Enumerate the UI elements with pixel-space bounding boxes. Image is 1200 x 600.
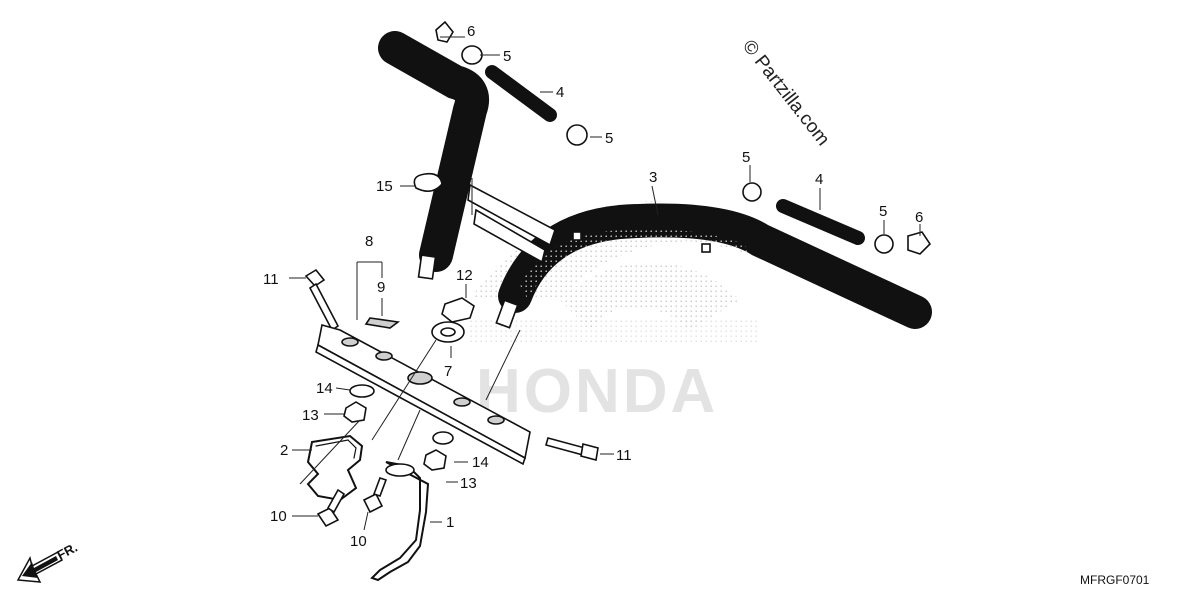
- callout-5-top: 5: [503, 48, 511, 65]
- callout-11-right: 11: [616, 447, 632, 464]
- washer-nut: [364, 297, 475, 343]
- callout-6-left: 6: [467, 23, 475, 40]
- front-arrow-indicator: FR.: [16, 540, 80, 583]
- callout-7: 7: [444, 363, 452, 380]
- callout-4-right: 4: [815, 171, 823, 188]
- diagram-code: MFRGF0701: [1080, 573, 1150, 587]
- callout-10-right: 10: [350, 533, 367, 550]
- callout-3: 3: [649, 169, 657, 186]
- callout-labels: 6 5 4 5 3 5 4 5 6 15 8 9 12 7 11 11 14 1…: [263, 23, 923, 550]
- brand-logo-text: HONDA: [476, 357, 718, 426]
- callout-11-left: 11: [263, 271, 279, 288]
- holder-upper: [315, 323, 531, 466]
- callout-9: 9: [377, 279, 385, 296]
- callout-15: 15: [376, 178, 393, 195]
- callout-1: 1: [446, 514, 454, 531]
- callout-8: 8: [365, 233, 373, 250]
- callout-5-right: 5: [879, 203, 887, 220]
- weight-right: [742, 182, 932, 255]
- washer-14-right: [432, 431, 454, 445]
- callout-12: 12: [456, 267, 473, 284]
- callout-5-left-lower: 5: [605, 130, 613, 147]
- leader-lines: [289, 36, 921, 531]
- callout-6-right: 6: [915, 209, 923, 226]
- callout-4-left: 4: [556, 84, 564, 101]
- callout-13-right: 13: [460, 475, 477, 492]
- clip-15: [413, 172, 443, 192]
- callout-2: 2: [280, 442, 288, 459]
- bracket-2: [306, 434, 364, 502]
- nut-13-right: [423, 449, 447, 471]
- callout-5-right-upper: 5: [742, 149, 750, 166]
- callout-14-right: 14: [472, 454, 489, 471]
- bolt-10-left: [316, 488, 346, 528]
- partzilla-watermark: © Partzilla.com: [738, 36, 833, 150]
- callout-10-left: 10: [270, 508, 287, 525]
- callout-14-left: 14: [316, 380, 333, 397]
- callout-13-left: 13: [302, 407, 319, 424]
- bolt-11-right: [545, 437, 599, 461]
- handlebar: [378, 31, 932, 329]
- bracket-1: [370, 461, 430, 582]
- washer-14-left: [349, 384, 375, 398]
- bolt-10-right: [362, 476, 388, 514]
- bolt-11-left: [304, 268, 340, 332]
- nut-13-left: [343, 401, 367, 423]
